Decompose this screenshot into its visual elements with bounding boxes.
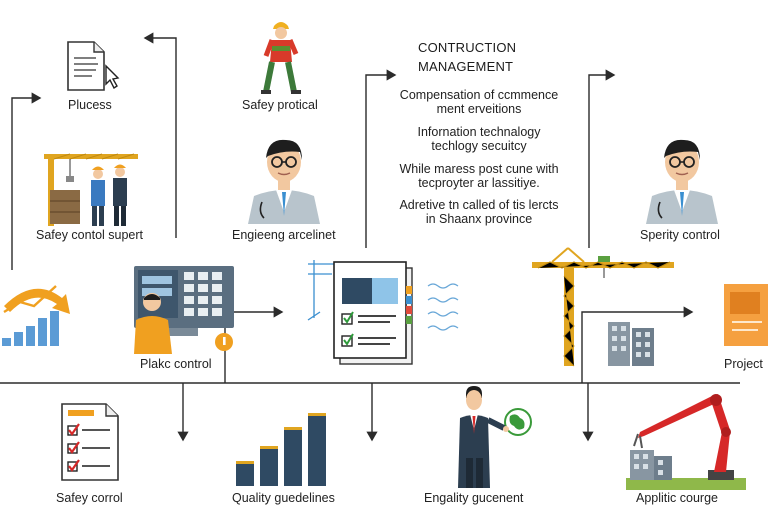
process-label: Plucess <box>68 98 112 112</box>
crane-workers-icon <box>40 146 140 228</box>
bar-3 <box>284 430 302 486</box>
bar-1 <box>236 464 254 486</box>
robot-arm-icon <box>626 392 746 490</box>
engineer-right-avatar-icon <box>642 130 722 224</box>
bar-cap <box>236 461 254 464</box>
growth-chart-icon <box>0 272 80 348</box>
plakc-control-label: Plakc control <box>140 357 212 371</box>
bar-cap <box>308 413 326 416</box>
project-label: Project <box>724 357 763 371</box>
bar-cap <box>284 427 302 430</box>
safety-control-label: Safey corrol <box>56 491 123 505</box>
engineer-avatar-icon <box>244 130 324 224</box>
quality-bar-chart-icon <box>228 404 334 488</box>
bar-2 <box>260 449 278 486</box>
bar-1 <box>2 338 11 346</box>
applitic-courge-label: Applitic courge <box>636 491 718 505</box>
construction-worker-icon <box>258 18 304 96</box>
safety-protocol-label: Safey protical <box>242 98 318 112</box>
diagram-title: CONTRUCTION MANAGEMENT <box>418 40 517 74</box>
safety-control-supert-label: Safey contol supert <box>36 228 144 242</box>
quality-guidelines-label: Quality guedelines <box>232 491 335 505</box>
businessman-globe-icon <box>436 384 532 488</box>
bar-4 <box>308 416 326 486</box>
bar-4 <box>38 318 47 346</box>
project-certificate-icon <box>722 280 768 350</box>
property-control-label: Sperity control <box>640 228 720 242</box>
bar-cap <box>260 446 278 449</box>
safety-checklist-icon <box>56 400 136 484</box>
engality-guidance-label: Engality gucenent <box>424 491 524 505</box>
checklist-document-icon <box>306 256 466 370</box>
engineering-label: Engieeng arcelinet <box>232 228 336 242</box>
bar-5 <box>50 311 59 346</box>
tower-crane-icon <box>528 242 678 368</box>
bar-2 <box>14 332 23 346</box>
document-cursor-icon <box>62 40 126 94</box>
bar-3 <box>26 326 35 346</box>
control-panel-icon <box>128 262 238 358</box>
